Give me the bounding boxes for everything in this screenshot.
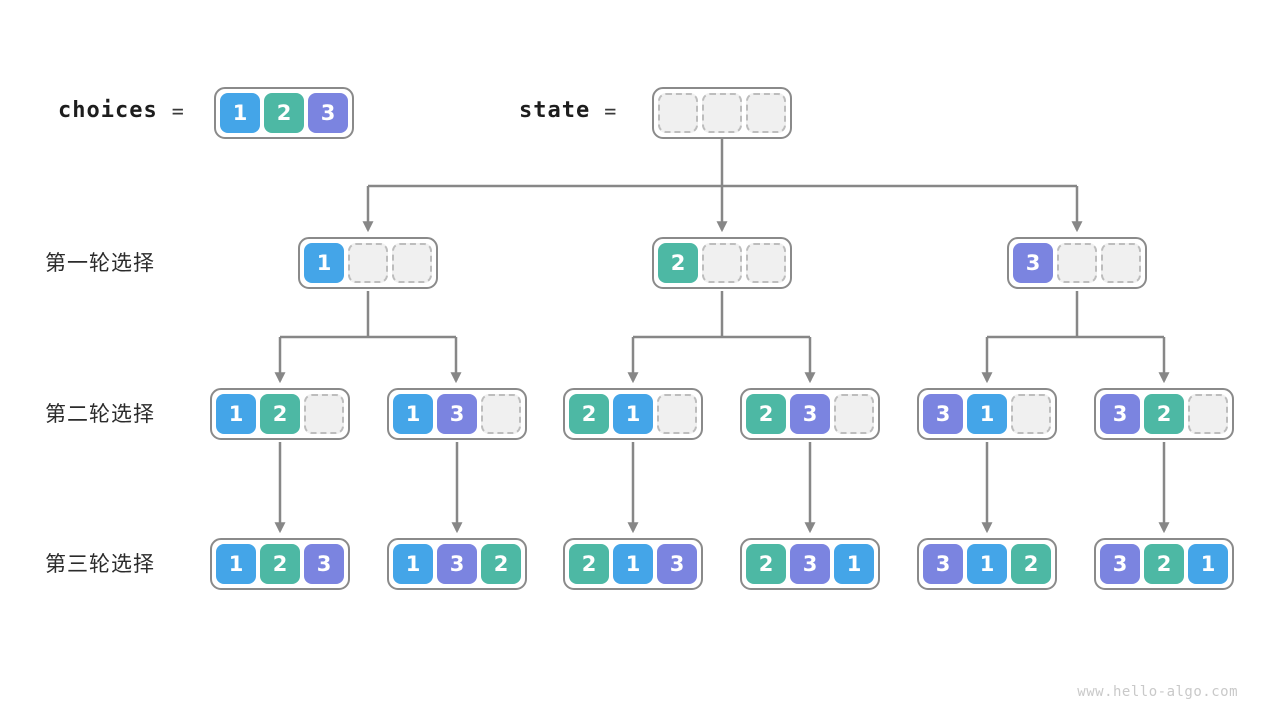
state-cell: 2 [1011,544,1051,584]
state-cell: 3 [1100,394,1140,434]
state-node-23: 2 3 [740,388,880,440]
state-cell: 2 [1144,394,1184,434]
state-cell [746,243,786,283]
choices-cell: 1 [220,93,260,133]
state-cell [1057,243,1097,283]
state-cell [834,394,874,434]
state-cell: 2 [746,394,786,434]
choices-cell: 2 [264,93,304,133]
state-cell: 3 [923,394,963,434]
state-cell: 1 [967,394,1007,434]
choices-array: 1 2 3 [214,87,354,139]
state-cell: 1 [613,544,653,584]
choices-equals-sign: = [171,98,184,123]
state-cell: 2 [260,394,300,434]
state-cell: 3 [657,544,697,584]
choices-cell: 3 [308,93,348,133]
state-node-213: 2 1 3 [563,538,703,590]
state-cell: 2 [746,544,786,584]
state-node-231: 2 3 1 [740,538,880,590]
state-cell: 2 [1144,544,1184,584]
state-cell [1011,394,1051,434]
state-cell: 3 [790,544,830,584]
state-cell: 1 [967,544,1007,584]
state-cell: 2 [569,394,609,434]
state-equals-sign: = [604,98,617,123]
state-cell: 1 [1188,544,1228,584]
state-cell: 1 [613,394,653,434]
state-cell [702,243,742,283]
state-node-132: 1 3 2 [387,538,527,590]
round-1-label: 第一轮选择 [45,251,155,275]
state-cell [746,93,786,133]
state-cell: 2 [481,544,521,584]
state-cell [304,394,344,434]
state-node-123: 1 2 3 [210,538,350,590]
state-cell: 3 [437,394,477,434]
state-cell [658,93,698,133]
state-cell [657,394,697,434]
state-cell: 3 [1013,243,1053,283]
state-cell [1101,243,1141,283]
state-cell: 2 [569,544,609,584]
state-node-312: 3 1 2 [917,538,1057,590]
state-cell: 3 [437,544,477,584]
state-cell: 3 [923,544,963,584]
state-node-1: 1 [298,237,438,289]
watermark: www.hello-algo.com [1077,684,1238,700]
state-cell [348,243,388,283]
state-node-32: 3 2 [1094,388,1234,440]
state-cell: 2 [260,544,300,584]
state-node-3: 3 [1007,237,1147,289]
state-cell: 3 [304,544,344,584]
state-array-root [652,87,792,139]
state-cell: 1 [393,394,433,434]
state-expression: state = [519,98,616,123]
state-node-2: 2 [652,237,792,289]
state-cell: 1 [216,544,256,584]
state-node-321: 3 2 1 [1094,538,1234,590]
state-cell [392,243,432,283]
state-cell: 1 [216,394,256,434]
state-cell: 3 [1100,544,1140,584]
state-cell: 1 [393,544,433,584]
state-node-13: 1 3 [387,388,527,440]
state-node-21: 2 1 [563,388,703,440]
state-cell [481,394,521,434]
state-cell [1188,394,1228,434]
state-cell: 1 [834,544,874,584]
state-node-12: 1 2 [210,388,350,440]
state-node-31: 3 1 [917,388,1057,440]
choices-label: choices [58,98,158,123]
round-3-label: 第三轮选择 [45,552,155,576]
round-2-label: 第二轮选择 [45,402,155,426]
state-cell [702,93,742,133]
state-label: state [519,98,591,123]
state-cell: 1 [304,243,344,283]
state-cell: 3 [790,394,830,434]
choices-expression: choices = [58,98,184,123]
state-cell: 2 [658,243,698,283]
